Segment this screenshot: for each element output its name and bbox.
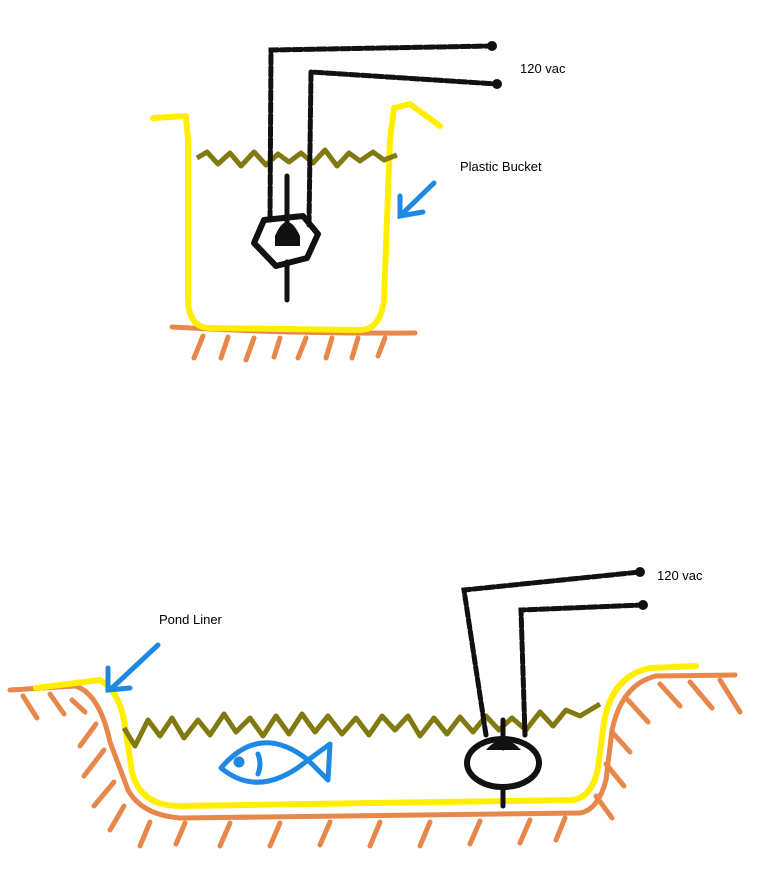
arrow-icon xyxy=(105,642,161,693)
plug-icon xyxy=(492,79,502,89)
water-surface-bottom xyxy=(121,701,602,749)
liner-label: Pond Liner xyxy=(159,612,223,627)
fish-icon xyxy=(218,740,333,785)
power-label-top: 120 vac xyxy=(520,61,566,76)
pond-diagram: 120 vac Pond Liner xyxy=(7,567,743,849)
plastic-bucket xyxy=(150,101,443,333)
heater-icon xyxy=(251,173,321,303)
power-label-bottom: 120 vac xyxy=(657,568,703,583)
power-cord-bottom xyxy=(461,569,646,738)
plug-icon xyxy=(638,600,648,610)
bucket-diagram: 120 vac Plastic Bucket xyxy=(150,41,566,363)
plug-icon xyxy=(487,41,497,51)
heater-icon xyxy=(464,717,542,809)
water-surface-top xyxy=(195,147,398,169)
bucket-label: Plastic Bucket xyxy=(460,159,542,174)
ground-surface-bottom xyxy=(7,672,743,849)
arrow-icon xyxy=(397,180,437,219)
plug-icon xyxy=(635,567,645,577)
power-cord-top xyxy=(267,43,500,228)
pond-liner xyxy=(33,663,699,809)
